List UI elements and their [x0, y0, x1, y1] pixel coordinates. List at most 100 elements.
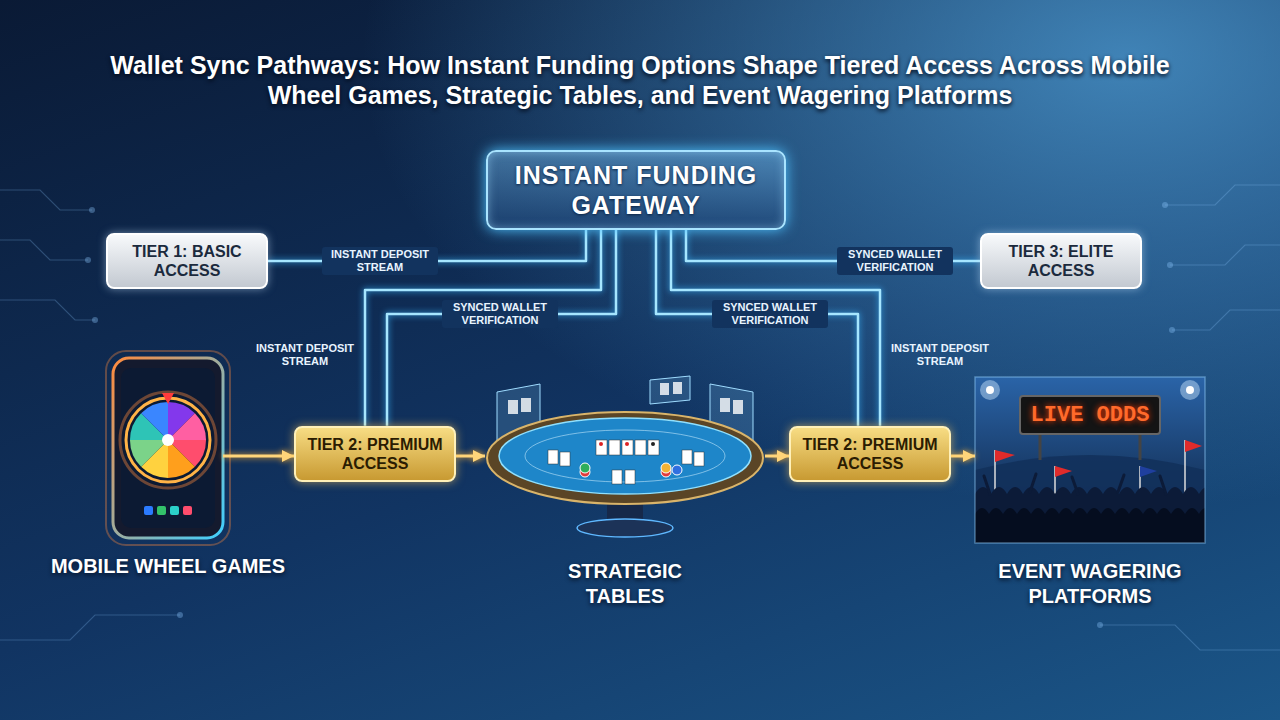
card [733, 400, 743, 414]
phone-screen [121, 368, 215, 528]
card [548, 450, 558, 464]
floodlight [986, 386, 994, 394]
stadium-frame [975, 377, 1205, 543]
table-node: STRATEGIC TABLES [485, 373, 765, 543]
chip [661, 463, 671, 473]
flag [1140, 466, 1157, 477]
scoreboard-post [1139, 434, 1142, 460]
chip [580, 463, 590, 473]
circuit-trace [0, 185, 1280, 650]
node-caption: EVENT WAGERING PLATFORMS [970, 559, 1210, 609]
raised-arm [1072, 477, 1078, 494]
card [622, 440, 633, 455]
wheel-segment [168, 413, 206, 440]
flow-arrow [223, 455, 294, 458]
card [508, 400, 518, 414]
table-rim [487, 412, 763, 504]
floodlight [980, 380, 1000, 400]
diagram-title: Wallet Sync Pathways: How Instant Fundin… [110, 50, 1170, 110]
card [694, 452, 704, 466]
tier-badge: TIER 2: PREMIUM ACCESS [294, 426, 456, 482]
wheel-glow [120, 392, 216, 488]
flag [1185, 440, 1202, 452]
tier-badge: TIER 2: PREMIUM ACCESS [789, 426, 951, 482]
card-suit [599, 442, 603, 446]
card [635, 440, 646, 455]
node-label: TIER 1: BASIC ACCESS [114, 242, 260, 280]
crowd [975, 487, 1205, 543]
phone-illustration [106, 351, 230, 545]
flow-arrow [765, 455, 789, 458]
table-base [577, 519, 673, 537]
flag [995, 450, 1015, 462]
node-label: TIER 2: PREMIUM ACCESS [302, 435, 448, 473]
card [720, 398, 730, 412]
floodlight [1186, 386, 1194, 394]
card [673, 382, 682, 394]
scoreboard-post [1039, 434, 1042, 460]
floodlight [1180, 380, 1200, 400]
card [609, 440, 620, 455]
card [560, 452, 570, 466]
circuit-trace [0, 240, 88, 260]
flow-arrow [951, 455, 975, 458]
card [682, 450, 692, 464]
tier-badge: TIER 3: ELITE ACCESS [980, 233, 1142, 289]
circuit-trace [1165, 185, 1280, 205]
card [660, 383, 669, 395]
node-caption: STRATEGIC TABLES [540, 559, 710, 609]
phone-glow [106, 351, 230, 545]
connector-label: SYNCED WALLET VERIFICATION [837, 247, 953, 275]
node-label: TIER 3: ELITE ACCESS [988, 242, 1134, 280]
circuit-node [1162, 202, 1168, 208]
circuit-node [1167, 262, 1173, 268]
circuit-trace [1172, 310, 1280, 330]
app-icon [183, 506, 192, 515]
circuit-trace [0, 300, 95, 320]
holo-panel [650, 376, 690, 404]
scoreboard-text: LIVE ODDS [1031, 403, 1150, 428]
gateway-box: INSTANT FUNDING GATEWAY [486, 150, 786, 230]
circuit-node [1169, 327, 1175, 333]
node-caption: MOBILE WHEEL GAMES [48, 554, 288, 579]
card [521, 398, 531, 412]
table-felt [499, 418, 751, 494]
chip [672, 465, 682, 475]
app-icon [144, 506, 153, 515]
wheel-segment [141, 402, 168, 440]
connector-label: SYNCED WALLET VERIFICATION [712, 300, 828, 328]
card [612, 470, 622, 484]
circuit-node [89, 207, 95, 213]
connector-label: SYNCED WALLET VERIFICATION [442, 300, 558, 328]
flow-arrow [456, 455, 485, 458]
circuit-node [92, 317, 98, 323]
circuit-node [85, 257, 91, 263]
raised-arm [984, 476, 990, 494]
flag [1055, 466, 1072, 477]
stadium-node: EVENT WAGERING PLATFORMS [975, 377, 1205, 543]
tier-badge: TIER 1: BASIC ACCESS [106, 233, 268, 289]
connector-label: INSTANT DEPOSIT STREAM [251, 342, 359, 368]
connector-group [223, 230, 980, 456]
raised-arm [1118, 475, 1124, 492]
crowd [975, 508, 1205, 543]
wheel-pointer [162, 393, 174, 404]
app-icon [170, 506, 179, 515]
connector-label: INSTANT DEPOSIT STREAM [886, 342, 994, 368]
wheel-hub [162, 434, 174, 446]
wheel-rim [126, 398, 210, 482]
raised-arms [984, 474, 1166, 494]
scoreboard [1020, 396, 1160, 434]
card [625, 470, 635, 484]
phone-node: MOBILE WHEEL GAMES [113, 358, 223, 538]
wheel-segment [168, 440, 195, 478]
table-illustration [487, 376, 763, 537]
node-label: TIER 2: PREMIUM ACCESS [797, 435, 943, 473]
raised-arm [1160, 476, 1166, 494]
circuit-node [177, 612, 183, 618]
node-label: INSTANT FUNDING GATEWAY [500, 160, 772, 220]
circuit-trace [0, 190, 92, 210]
stadium-illustration [975, 377, 1205, 543]
wheel-segment [130, 440, 168, 467]
circuit-trace [1100, 625, 1280, 650]
